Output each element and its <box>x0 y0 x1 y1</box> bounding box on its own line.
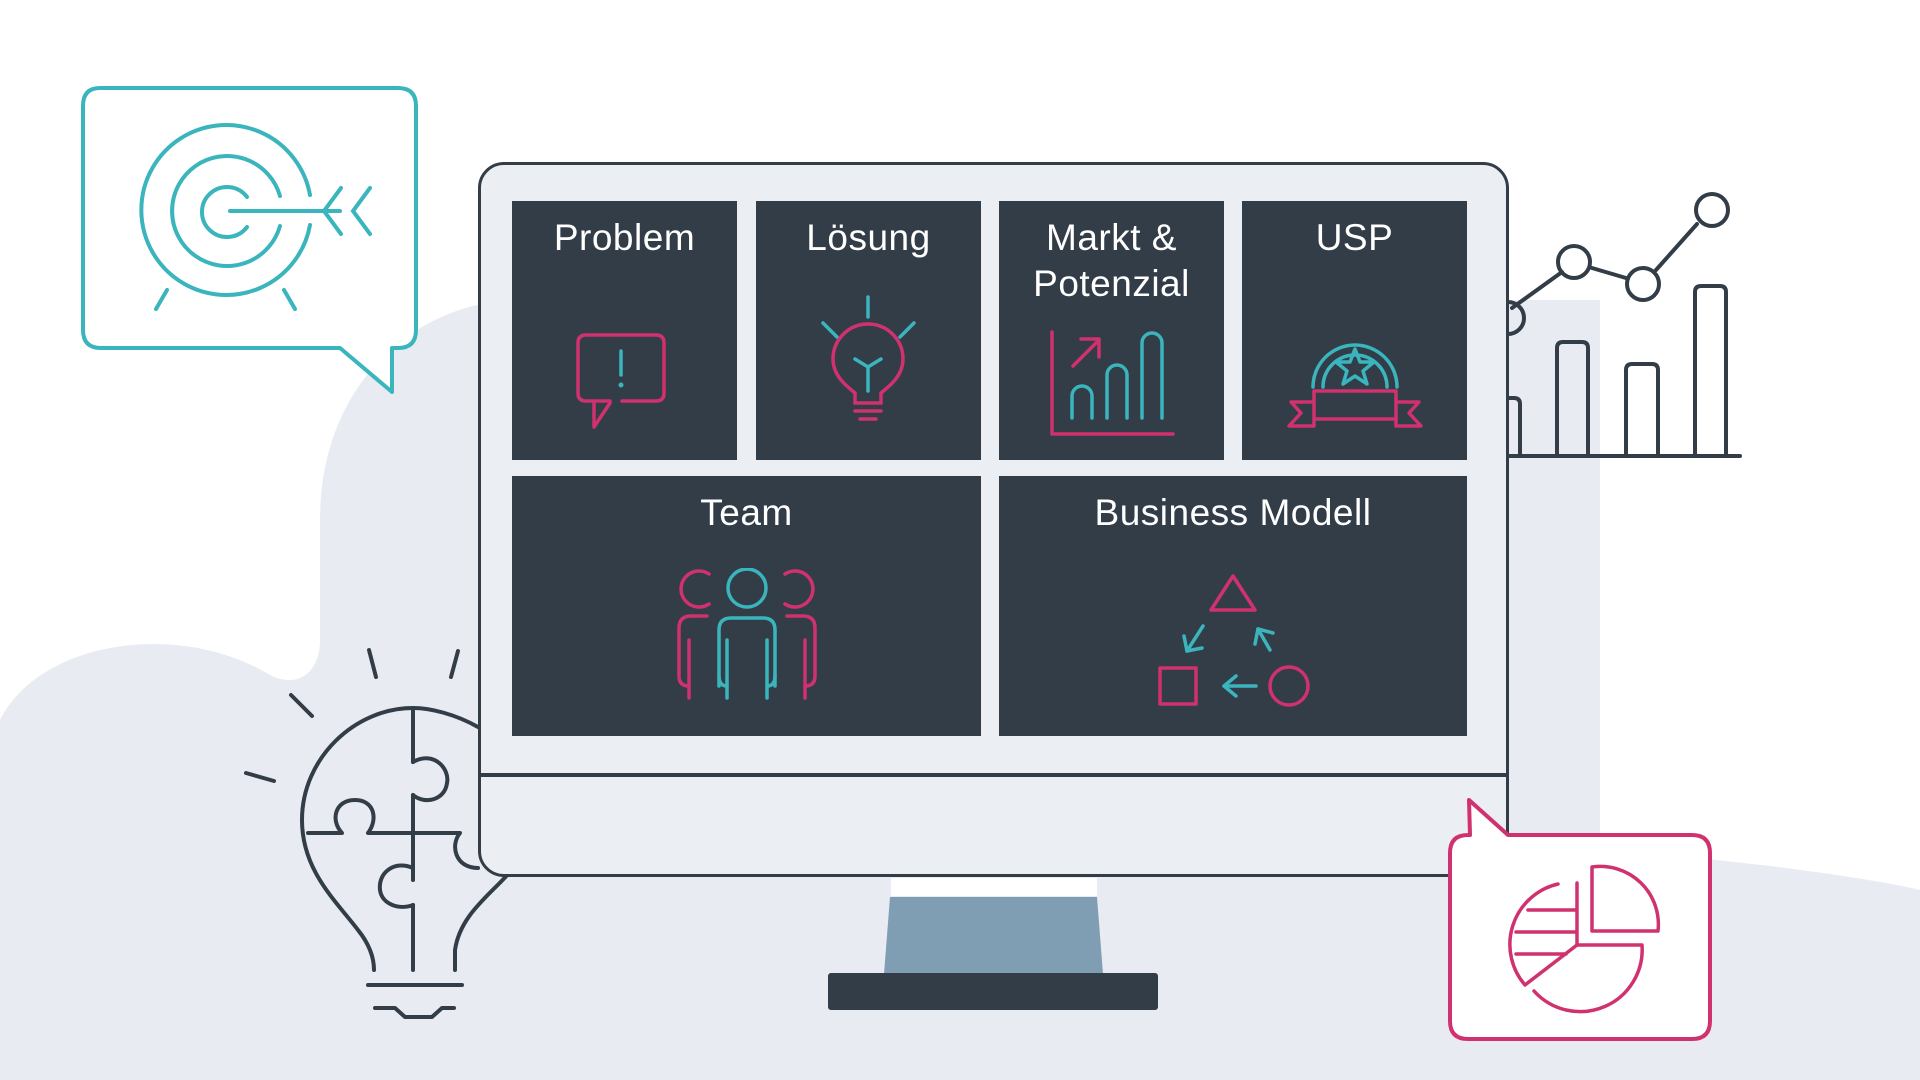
pie-chart-icon <box>1508 864 1661 1014</box>
tile-title-line2: Potenzial <box>1033 263 1190 304</box>
tile-team[interactable]: Team <box>512 476 981 736</box>
tile-usp[interactable]: USP <box>1242 201 1467 460</box>
growth-bar-chart-icon <box>1050 330 1175 436</box>
tile-title: Markt & Potenzial <box>999 215 1224 307</box>
cycle-shapes-icon <box>1158 574 1310 707</box>
tile-title: Business Modell <box>1094 492 1372 533</box>
monitor-stand-highlight <box>891 878 1097 896</box>
monitor-stand-base <box>828 973 1158 1010</box>
team-people-icon <box>677 568 817 700</box>
tile-title: USP <box>1315 217 1394 258</box>
award-ribbon-star-icon <box>1287 343 1423 428</box>
tile-title-line1: Markt & <box>1046 217 1177 258</box>
tile-business-modell[interactable]: Business Modell <box>999 476 1467 736</box>
tile-title: Team <box>700 492 793 533</box>
tile-loesung[interactable]: Lösung <box>756 201 981 460</box>
target-arrow-icon <box>139 123 372 311</box>
tile-title: Problem <box>553 217 696 258</box>
tile-markt-potenzial[interactable]: Markt & Potenzial <box>999 201 1224 460</box>
monitor-chin-divider <box>480 773 1507 777</box>
tile-problem[interactable]: Problem <box>512 201 737 460</box>
speech-bubble-exclamation-icon <box>576 333 666 429</box>
lightbulb-icon <box>821 295 916 421</box>
tile-title: Lösung <box>806 217 931 258</box>
